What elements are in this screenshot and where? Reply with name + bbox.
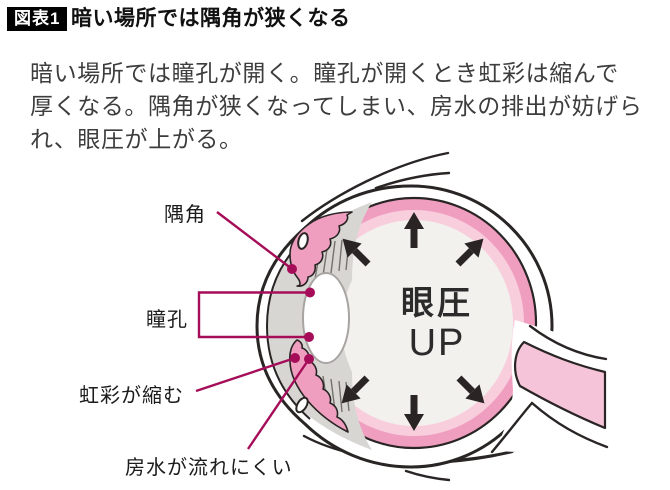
marker-dot-pupil-bottom (304, 332, 314, 342)
lower-eyelash-line-2 (404, 469, 451, 482)
pressure-arrow-down (404, 395, 424, 431)
upper-eyelid-line (300, 151, 450, 223)
label-angle: 隅角 (164, 204, 206, 226)
pressure-arrow-upper-left (342, 238, 371, 267)
figure-badge: 図表1 (7, 7, 68, 31)
upper-eyelash-line (374, 171, 451, 190)
figure-description: 暗い場所では瞳孔が開く。瞳孔が開くとき虹彩は縮んで 厚くなる。隅角が狭くなってし… (30, 57, 655, 156)
marker-dot-pupil-top (305, 287, 315, 298)
iris-top (289, 211, 353, 287)
marker-dot-aqueous (304, 354, 314, 364)
label-pupil: 瞳孔 (146, 309, 188, 331)
vitreous-interior (315, 220, 513, 426)
description-line: れ、眼圧が上がる。 (30, 126, 243, 152)
marker-dot-iris (290, 353, 300, 363)
pressure-label-line1: 眼圧 (401, 284, 473, 321)
pressure-arrow-lower-left (341, 375, 370, 404)
optic-nerve (514, 340, 607, 430)
description-line: 厚くなる。隅角が狭くなってしまい、房水の排出が妨げら (30, 93, 643, 119)
label-aqueous-blocked: 房水が流れにくい (125, 457, 293, 479)
schlemm-canal-bottom (295, 396, 309, 414)
label-iris-contracts: 虹彩が縮む (79, 385, 184, 407)
leader-line-iris (195, 356, 296, 393)
pressure-arrow-upper-right (455, 238, 484, 267)
lens (302, 272, 350, 364)
marker-dots (287, 264, 315, 364)
leader-line-angle (216, 211, 293, 270)
pressure-arrow-lower-right (456, 375, 485, 404)
marker-dot-angle (287, 264, 297, 274)
optic-nerve-outline (490, 324, 609, 454)
pupil-bracket (197, 291, 310, 339)
pressure-label-line2: UP (408, 322, 466, 364)
leader-lines (195, 211, 310, 450)
leader-line-aqueous (247, 358, 310, 450)
pressure-arrow-up (404, 212, 424, 248)
pressure-arrows (341, 212, 485, 431)
pressure-label: 眼圧 UP (383, 284, 491, 364)
schlemm-canal-top (297, 232, 309, 250)
description-line: 暗い場所では瞳孔が開く。瞳孔が開くとき虹彩は縮んで (30, 60, 619, 86)
figure-title: 暗い場所では隅角が狭くなる (71, 7, 351, 30)
